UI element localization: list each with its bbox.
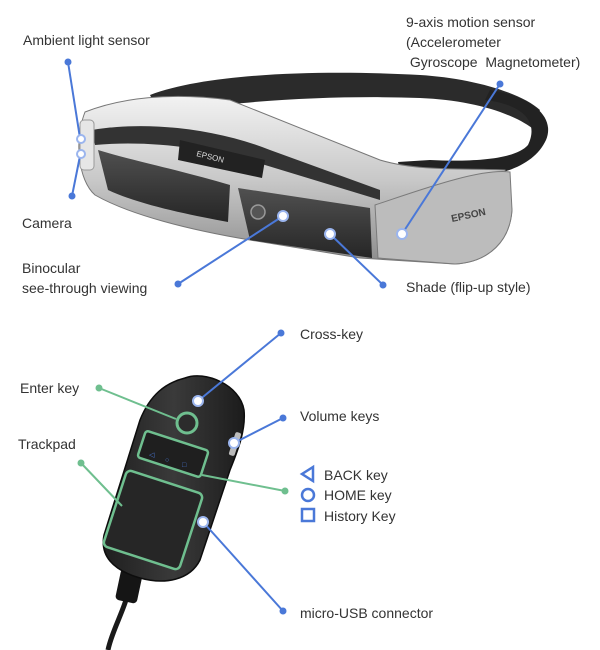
- label-micro-usb: micro-USB connector: [300, 605, 434, 621]
- glasses-callouts: [67, 61, 501, 286]
- dot: [95, 384, 103, 392]
- label-history-key: History Key: [324, 508, 396, 524]
- label-shade: Shade (flip-up style): [406, 279, 531, 295]
- callout-shade: [329, 233, 384, 286]
- right-housing: [374, 171, 513, 265]
- callout-camera: [71, 155, 81, 197]
- left-lens: [98, 150, 230, 222]
- right-temple-arm: [398, 90, 549, 179]
- controller-callouts-blue: [197, 332, 284, 612]
- controller-glow-points: [192, 395, 240, 528]
- label-volume-keys: Volume keys: [300, 408, 380, 424]
- label-back-key: BACK key: [324, 467, 388, 483]
- callout-enter-key: [98, 387, 177, 420]
- label-enter-key: Enter key: [20, 380, 80, 396]
- label-ambient-light-sensor: Ambient light sensor: [23, 32, 150, 48]
- glow-micro-usb: [197, 516, 209, 528]
- controller-callouts-green: [80, 387, 286, 507]
- strip-home-symbol: ○: [165, 457, 169, 464]
- enter-key: [175, 411, 199, 435]
- key-legend-icons: [299, 464, 316, 523]
- history-square-icon: [300, 507, 316, 523]
- callout-button-strip: [201, 474, 286, 492]
- callout-binocular: [177, 215, 284, 285]
- headband: [150, 72, 540, 128]
- home-circle-icon: [300, 487, 316, 503]
- glow-volume: [228, 437, 240, 449]
- callout-micro-usb: [202, 521, 284, 612]
- label-camera: Camera: [22, 215, 72, 231]
- dot: [277, 329, 285, 337]
- camera-lens: [250, 204, 266, 220]
- label-binocular: Binocular see-through viewing: [22, 260, 148, 296]
- center-brand-plate: [178, 140, 265, 178]
- shade-right: [238, 188, 372, 258]
- glasses-glow-points: [76, 134, 408, 240]
- dot: [77, 459, 85, 467]
- dot: [496, 80, 504, 88]
- glow-binocular: [277, 210, 289, 222]
- dot: [174, 280, 182, 288]
- label-home-key: HOME key: [324, 487, 392, 503]
- callout-motion-sensor: [401, 83, 501, 235]
- left-end-cap: [79, 119, 95, 171]
- glow-ambient: [76, 134, 86, 144]
- glow-shade: [324, 228, 336, 240]
- top-ridge: [92, 126, 380, 200]
- smart-glasses-illustration: EPSON EPSON: [78, 72, 549, 265]
- callout-volume-keys: [233, 417, 284, 444]
- controller-dots: [77, 329, 289, 615]
- glow-camera: [76, 149, 86, 159]
- strip-history-symbol: □: [182, 462, 187, 469]
- callout-trackpad: [80, 462, 123, 507]
- glow-cross-key: [192, 395, 204, 407]
- label-motion-sensor: 9-axis motion sensor (Accelerometer Gyro…: [406, 14, 581, 70]
- dot: [64, 58, 72, 66]
- dot: [279, 607, 287, 615]
- glow-motion: [396, 228, 408, 240]
- back-triangle-icon: [299, 464, 315, 484]
- dot: [379, 281, 387, 289]
- label-cross-key: Cross-key: [300, 326, 364, 342]
- dot: [68, 192, 76, 200]
- callout-ambient-light: [67, 61, 81, 139]
- trackpad-surface: [102, 469, 204, 571]
- callout-cross-key: [197, 332, 282, 402]
- button-strip: [136, 430, 210, 478]
- glasses-callout-dots: [64, 58, 504, 289]
- dot: [281, 487, 289, 495]
- label-trackpad: Trackpad: [18, 436, 76, 452]
- strip-back-symbol: ◁: [149, 452, 155, 459]
- dot: [279, 414, 287, 422]
